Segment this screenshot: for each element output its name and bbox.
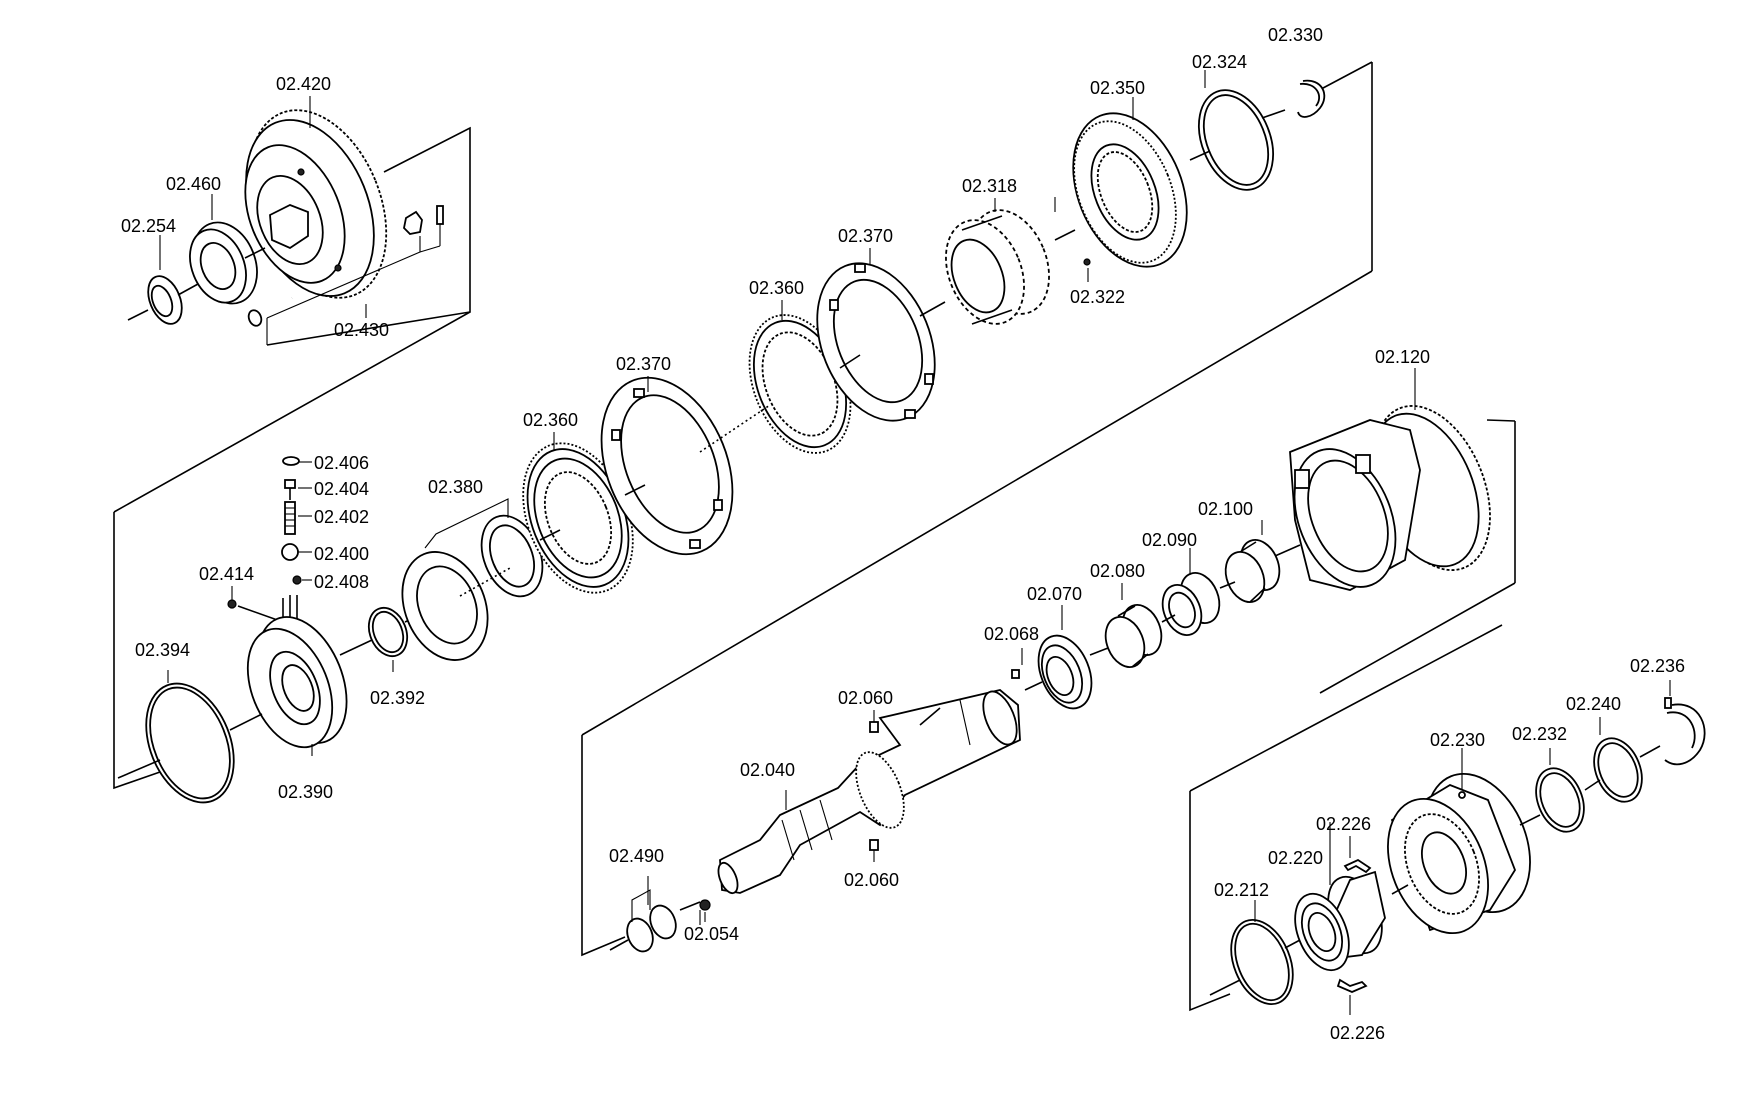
bearing-axis <box>1209 680 1671 1015</box>
bushing-02-100 <box>1224 539 1281 603</box>
friction-disc-02-360-a <box>522 442 634 594</box>
label-02-236: 02.236 <box>1630 656 1685 676</box>
group-frame-top-left <box>266 126 471 346</box>
label-02-360a: 02.360 <box>523 410 578 430</box>
label-02-220: 02.220 <box>1268 848 1323 868</box>
label-02-324: 02.324 <box>1192 52 1247 72</box>
label-02-040: 02.040 <box>740 760 795 780</box>
label-02-392: 02.392 <box>370 688 425 708</box>
label-02-318: 02.318 <box>962 176 1017 196</box>
hub-02-318 <box>945 209 1091 325</box>
steel-disc-02-370-a <box>600 376 734 556</box>
label-02-390: 02.390 <box>278 782 333 802</box>
seal-02-070 <box>1011 634 1093 710</box>
ring-02-212 <box>1230 918 1294 1006</box>
label-02-370b: 02.370 <box>838 226 893 246</box>
part-labels: 02.420 02.460 02.254 02.430 02.406 02.40… <box>121 25 1685 1043</box>
label-02-232: 02.232 <box>1512 724 1567 744</box>
label-02-060a: 02.060 <box>838 688 893 708</box>
disc-02-350 <box>1072 112 1188 268</box>
sleeve-02-220 <box>1294 870 1386 972</box>
ring-02-232 <box>1535 767 1585 833</box>
snap-ring-02-330 <box>1297 79 1326 118</box>
label-02-054: 02.054 <box>684 924 739 944</box>
group-frame-shaft <box>581 419 1516 957</box>
bolt-02-430 <box>247 205 444 327</box>
drum-02-120 <box>1289 405 1491 591</box>
label-02-420: 02.420 <box>276 74 331 94</box>
label-02-406: 02.406 <box>314 453 369 473</box>
label-02-240: 02.240 <box>1566 694 1621 714</box>
label-02-120: 02.120 <box>1375 347 1430 367</box>
clutch-pack-axis <box>539 301 946 541</box>
ring-02-324 <box>1198 89 1274 191</box>
label-02-402: 02.402 <box>314 507 369 527</box>
label-02-404: 02.404 <box>314 479 369 499</box>
label-02-060b: 02.060 <box>844 870 899 890</box>
label-02-490: 02.490 <box>609 846 664 866</box>
label-02-430: 02.430 <box>334 320 389 340</box>
label-02-360b: 02.360 <box>749 278 804 298</box>
label-02-100: 02.100 <box>1198 499 1253 519</box>
steel-disc-02-370-b <box>816 262 936 422</box>
piston-02-390 <box>246 616 348 749</box>
valve-stack-02-400s <box>227 456 302 628</box>
label-02-080: 02.080 <box>1090 561 1145 581</box>
nut-02-254 <box>147 275 183 325</box>
bearing-02-230 <box>1387 772 1531 935</box>
ring-02-240 <box>1593 737 1643 803</box>
label-02-400: 02.400 <box>314 544 369 564</box>
label-02-414: 02.414 <box>199 564 254 584</box>
ring-02-392 <box>367 606 409 658</box>
bearing-02-090 <box>1161 572 1221 636</box>
leader-lines <box>159 96 1089 922</box>
label-02-212: 02.212 <box>1214 880 1269 900</box>
label-02-068: 02.068 <box>984 624 1039 644</box>
gear-02-420 <box>244 109 388 299</box>
label-02-070: 02.070 <box>1027 584 1082 604</box>
label-02-230: 02.230 <box>1430 730 1485 750</box>
bearing-02-460 <box>189 221 258 305</box>
group-frame-bearing <box>1189 624 1503 1012</box>
label-02-370a: 02.370 <box>616 354 671 374</box>
bushing-02-080 <box>1104 604 1163 668</box>
label-02-226b: 02.226 <box>1330 1023 1385 1043</box>
snap-ring-02-236 <box>1664 697 1706 766</box>
label-02-350: 02.350 <box>1090 78 1145 98</box>
label-02-226a: 02.226 <box>1316 814 1371 834</box>
label-02-460: 02.460 <box>166 174 221 194</box>
label-02-394: 02.394 <box>135 640 190 660</box>
shaft-parts-small <box>609 707 941 953</box>
upper-axis <box>1054 70 1286 241</box>
disc-02-380 <box>401 498 544 661</box>
label-02-380: 02.380 <box>428 477 483 497</box>
label-02-322: 02.322 <box>1070 287 1125 307</box>
label-02-254: 02.254 <box>121 216 176 236</box>
clips-02-226 <box>1336 858 1372 993</box>
shaft-02-040 <box>717 689 1021 895</box>
middle-axis <box>1021 368 1416 691</box>
axis-lines-top-left <box>127 224 441 345</box>
ring-02-394 <box>145 682 235 804</box>
label-02-090: 02.090 <box>1142 530 1197 550</box>
label-02-330: 02.330 <box>1268 25 1323 45</box>
label-02-408: 02.408 <box>314 572 369 592</box>
